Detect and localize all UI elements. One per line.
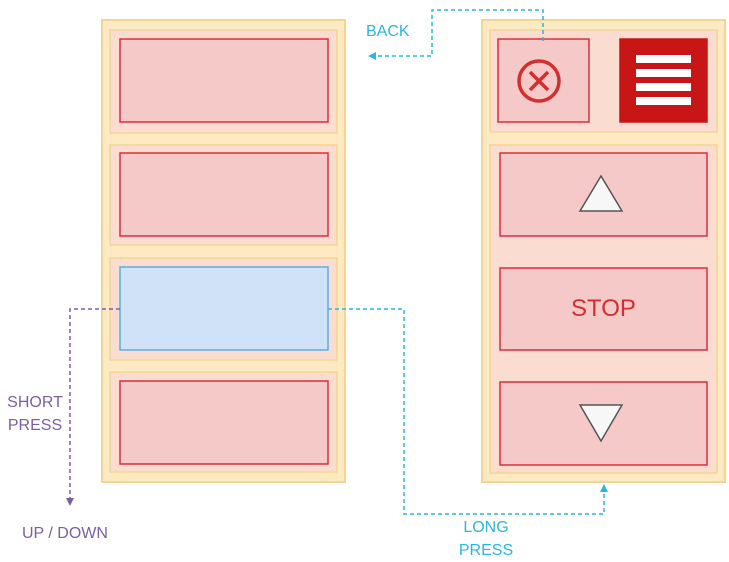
list-item-1[interactable]: [119, 38, 329, 123]
up-button[interactable]: [499, 152, 708, 237]
menu-button[interactable]: [619, 38, 708, 123]
up-down-label: UP / DOWN: [22, 525, 108, 542]
menu-icon: [636, 55, 691, 105]
triangle-down-icon: [578, 404, 624, 443]
triangle-up-icon: [578, 174, 624, 212]
back-label: BACK: [366, 23, 410, 40]
close-circle-icon: [517, 59, 561, 103]
left-panel: [101, 19, 346, 483]
back-connector: [368, 9, 544, 60]
long-press-label: LONG PRESS: [458, 519, 514, 559]
long-press-connector: [328, 308, 608, 515]
list-item-selected[interactable]: [119, 266, 329, 351]
right-panel: [481, 19, 726, 483]
down-button[interactable]: [499, 381, 708, 466]
short-press-label: SHORT PRESS: [7, 394, 63, 434]
short-press-connector: [66, 308, 120, 506]
list-item-4[interactable]: [119, 380, 329, 465]
list-item-2[interactable]: [119, 152, 329, 237]
stop-label: STOP: [571, 295, 636, 322]
stop-button[interactable]: [499, 267, 708, 351]
menu-button-frame[interactable]: [619, 38, 708, 123]
close-button-frame[interactable]: [497, 38, 590, 123]
stop-button-frame[interactable]: [499, 267, 708, 351]
close-button[interactable]: [497, 38, 590, 123]
